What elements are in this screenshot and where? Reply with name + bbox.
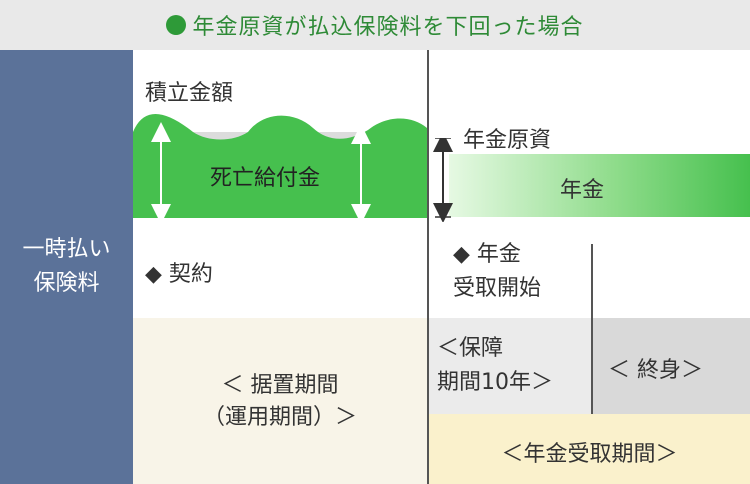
sidebar-line-2: 保険料 xyxy=(33,271,100,296)
guarantee-period-label: ＜保障 期間10年＞ xyxy=(437,336,553,395)
contract-label: ◆ 契約 xyxy=(145,262,213,287)
diagram-header: 年金原資が払込保険料を下回った場合 xyxy=(0,0,750,50)
deferral-period-band xyxy=(133,318,427,484)
pension-principal-label: 年金原資 xyxy=(463,128,552,153)
accumulated-amount-graphic xyxy=(133,114,427,224)
pension-principal-graphic xyxy=(433,138,750,222)
pension-receipt-period-label: ＜年金受取期間＞ xyxy=(501,442,678,467)
pension-label: 年金 xyxy=(560,178,605,203)
guarantee-period-band xyxy=(429,318,591,414)
deferral-period-label: ＜ 据置期間 （運用期間）＞ xyxy=(202,373,357,430)
diagram-title: 年金原資が払込保険料を下回った場合 xyxy=(192,15,584,40)
pension-start-label: ◆ 年金 受取開始 xyxy=(453,242,542,301)
lifetime-label: ＜ 終身＞ xyxy=(608,358,703,383)
lifetime-band xyxy=(593,318,750,414)
pension-receipt-band xyxy=(429,414,750,484)
green-dot-icon xyxy=(166,15,187,35)
pension-bar xyxy=(449,154,750,217)
accumulated-amount-label: 積立金額 xyxy=(145,81,234,106)
pension-start-divider xyxy=(427,50,429,484)
death-benefit-label: 死亡給付金 xyxy=(210,166,321,191)
sidebar-line-1: 一時払い xyxy=(22,237,111,262)
single-premium-column: 一時払い 保険料 xyxy=(0,50,133,484)
guarantee-end-divider xyxy=(591,244,593,414)
